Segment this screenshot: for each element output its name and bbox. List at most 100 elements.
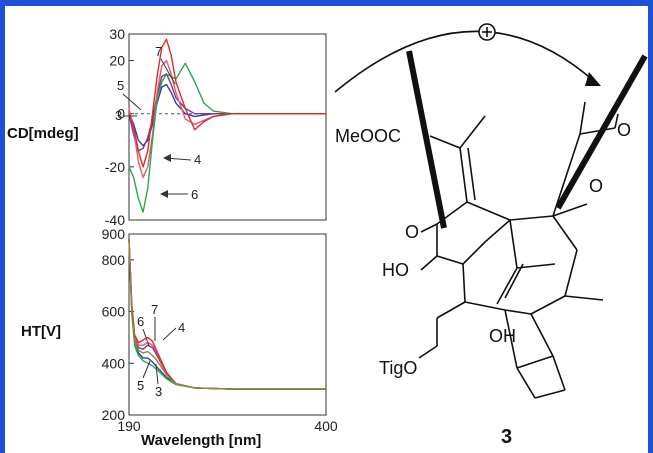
ht-plot-area [128, 233, 327, 416]
cd-y-tick-label: 20 [109, 53, 125, 69]
cd-annotations: 7 5 3 4 6 [115, 44, 201, 202]
ht-series-line-7 [128, 239, 326, 390]
x-axis-label: Wavelength [nm] [141, 432, 261, 449]
bond-c [459, 147, 468, 203]
bond-q [552, 215, 578, 251]
bond-aj [484, 219, 511, 243]
bond-x [516, 355, 554, 369]
bond-ad [418, 345, 438, 359]
bond-d [436, 201, 468, 225]
cd-annotation-5-leader [122, 93, 142, 111]
ht-annotation-4: 4 [178, 320, 185, 335]
bond-p [516, 263, 556, 269]
bond-f [420, 223, 438, 233]
label-o-ketone: O [405, 222, 419, 242]
ht-series-line-6 [128, 239, 326, 390]
bond-t [530, 295, 566, 315]
bond-y [552, 355, 566, 391]
ht-y-tick-label: 800 [102, 252, 126, 268]
ht-annotation-3-leader [155, 363, 159, 385]
ht-annotation-4-leader [162, 327, 177, 341]
ht-annotation-5: 5 [137, 378, 144, 393]
bond-aa [534, 389, 566, 399]
cd-y-tick-label: -20 [105, 159, 125, 175]
bold-bond-left [406, 50, 447, 229]
cd-chart: 30 20 0 -20 -40 CD[mdeg] 7 5 3 4 6 [7, 26, 327, 228]
cd-y-tick-label: 30 [109, 26, 125, 42]
ht-y-tick-label: 200 [102, 407, 126, 423]
ht-series-line-5 [128, 239, 326, 390]
cd-annotation-6: 6 [191, 187, 198, 202]
ht-annotation-5-leader [142, 360, 151, 379]
bond-m [509, 219, 518, 269]
cd-annotation-4: 4 [194, 152, 201, 167]
bond-w [504, 309, 518, 369]
label-o-lactone-top: O [617, 120, 631, 140]
bond-l [464, 301, 506, 311]
bond-b [459, 115, 486, 149]
label-o-lactone-ring: O [589, 176, 603, 196]
ht-annotation-7: 7 [151, 302, 158, 317]
bond-n [509, 215, 554, 221]
ht-annotation-3: 3 [155, 384, 162, 399]
label-oh: OH [489, 326, 516, 346]
structure-labels: MeOOC O HO OH TigO O O 3 [335, 120, 631, 448]
bond-v [530, 313, 554, 357]
cd-annotation-7-leader [160, 58, 176, 85]
cd-series-line-5 [128, 59, 326, 179]
bond-af [579, 101, 586, 135]
rotation-arrowhead [585, 72, 601, 86]
bond-h [420, 255, 438, 271]
bond-ai [552, 203, 588, 217]
bond-i [436, 255, 464, 265]
ht-y-tick-label: 900 [102, 226, 126, 242]
ht-annotations: 6 7 4 5 3 [137, 302, 185, 399]
bond-j [462, 263, 466, 303]
bond-u [504, 309, 532, 315]
ht-series-line [128, 239, 326, 390]
bond-o [496, 267, 518, 305]
cd-series-line-6 [128, 62, 326, 213]
cd-annotation-7: 7 [155, 44, 162, 59]
ht-series-line-4 [128, 239, 326, 390]
cd-y-tick-label: 0 [117, 106, 125, 122]
ht-y-tick-label: 600 [102, 304, 126, 320]
cd-series-line-4 [128, 73, 326, 152]
cd-y-axis-label: CD[mdeg] [7, 125, 79, 142]
bold-bond-right [555, 54, 648, 210]
cd-series-line-7 [128, 38, 326, 168]
cd-annotation-6-arrowhead [160, 190, 168, 198]
cd-plot-area [128, 33, 327, 221]
cd-annotation-4-arrowhead [163, 154, 171, 162]
chemical-structure [334, 23, 648, 399]
bond-a [429, 135, 461, 149]
ht-series-line-3 [128, 239, 326, 390]
compound-number: 3 [501, 426, 512, 448]
bond-z [516, 367, 536, 399]
bond-c2 [467, 147, 476, 201]
ht-series-group [128, 239, 326, 390]
cd-annotation-5: 5 [117, 78, 124, 93]
ht-y-tick-label: 400 [102, 355, 126, 371]
bond-r [564, 249, 578, 297]
label-tigo: TigO [379, 358, 417, 378]
label-meooc: MeOOC [335, 126, 401, 146]
ht-x-tick-label: 400 [314, 418, 338, 434]
bond-ab [436, 301, 466, 319]
ht-annotation-6: 6 [137, 314, 144, 329]
label-ho: HO [382, 260, 409, 280]
bond-e [466, 201, 511, 221]
ht-y-axis-label: HT[V] [21, 323, 61, 340]
bond-k [462, 241, 486, 265]
cd-y-tick-label: -40 [105, 212, 125, 228]
cd-annotation-3: 3 [115, 108, 122, 123]
ht-x-tick-label: 190 [117, 418, 141, 434]
rotation-arc [334, 30, 596, 93]
bond-s [564, 295, 604, 301]
bond-o2 [504, 263, 524, 299]
cd-series-group [128, 38, 326, 213]
